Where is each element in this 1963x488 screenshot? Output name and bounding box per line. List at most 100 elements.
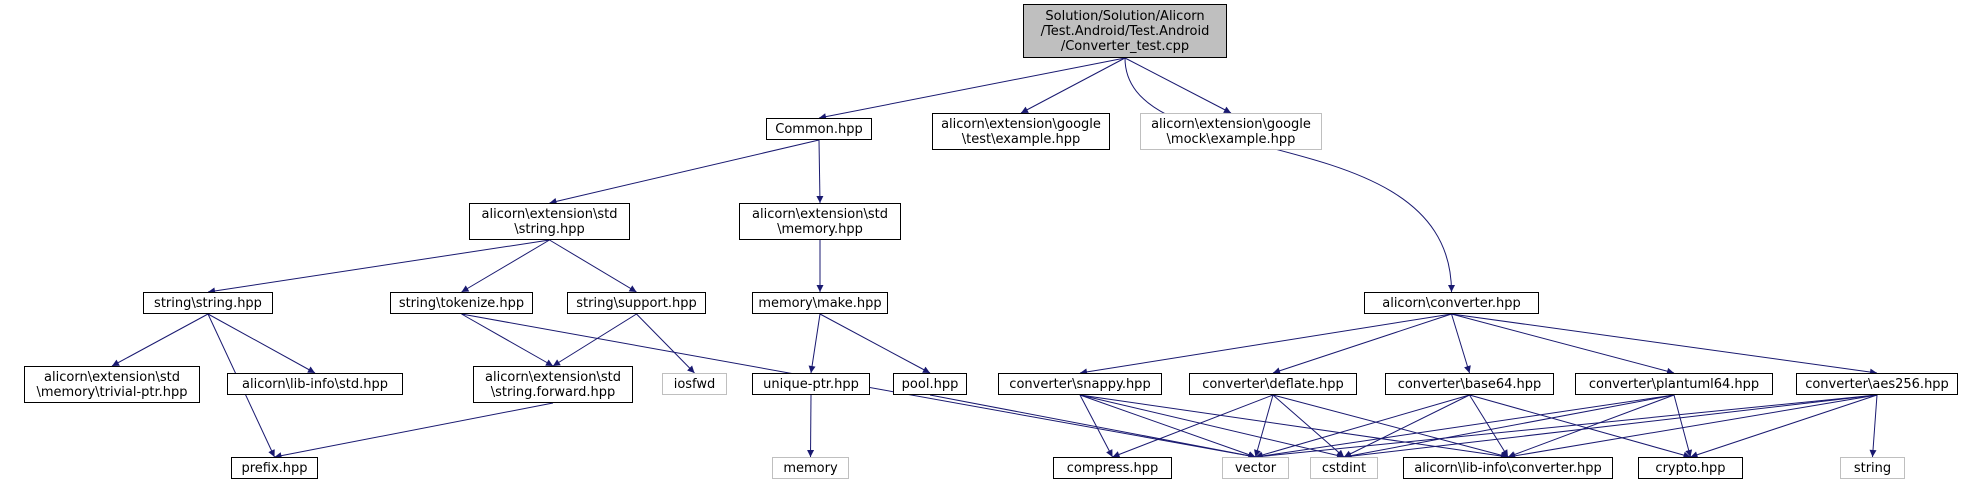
edge-string_tokenize-to-string_forward	[461, 313, 554, 367]
edge-conv_base64-to-vector	[1255, 394, 1470, 459]
node-label-line: converter\aes256.hpp	[1805, 376, 1949, 392]
edge-converter-to-conv_deflate	[1272, 313, 1452, 375]
node-crypto[interactable]: crypto.hpp	[1638, 457, 1743, 479]
node-label-line: memory\make.hpp	[758, 295, 882, 311]
edge-conv_deflate-to-cstdint	[1272, 394, 1345, 458]
node-memory: memory	[772, 457, 849, 479]
edge-conv_plantuml-to-vector	[1255, 394, 1675, 460]
node-iosfwd: iosfwd	[662, 373, 727, 395]
node-label-line: vector	[1234, 460, 1277, 476]
node-string-forward[interactable]: alicorn\extension\std\string.forward.hpp	[473, 366, 633, 403]
edge-conv_aes-to-vector	[1255, 394, 1878, 460]
node-cstdint: cstdint	[1310, 457, 1378, 479]
edge-string_support-to-iosfwd	[636, 313, 695, 374]
edge-root-to-common	[818, 57, 1126, 121]
node-label-line: /Test.Android/Test.Android	[1040, 23, 1210, 39]
edge-conv_deflate-to-vector	[1254, 394, 1274, 458]
edge-conv_plantuml-to-crypto	[1673, 394, 1693, 458]
node-label-line: alicorn\extension\std	[752, 206, 888, 222]
edge-root-to-gtest	[1020, 57, 1126, 114]
edge-conv_snappy-to-vector	[1079, 394, 1256, 458]
node-label-line: Common.hpp	[775, 121, 863, 137]
node-label-line: alicorn\extension\google	[1151, 116, 1311, 132]
node-label-line: compress.hpp	[1066, 460, 1159, 476]
node-label-line: converter\plantuml64.hpp	[1588, 376, 1760, 392]
node-label-line: memory	[783, 460, 838, 476]
edge-common-to-std_memory	[816, 139, 824, 204]
edge-conv_plantuml-to-libinfo_conv	[1507, 394, 1675, 458]
edge-root-to-converter	[1124, 57, 1455, 293]
node-unique-ptr[interactable]: unique-ptr.hpp	[752, 373, 870, 395]
edge-string_forward-to-prefix	[274, 402, 554, 460]
edge-conv_aes-to-cstdint	[1343, 394, 1878, 460]
node-label-line: alicorn\extension\std	[481, 206, 618, 222]
node-label-line: converter\snappy.hpp	[1009, 376, 1151, 392]
node-conv-plantuml[interactable]: converter\plantuml64.hpp	[1575, 373, 1773, 395]
edge-memory_make-to-pool	[819, 313, 931, 374]
edge-conv_aes-to-libinfo_conv	[1507, 394, 1878, 460]
node-conv-deflate[interactable]: converter\deflate.hpp	[1189, 373, 1357, 395]
edge-std_string-to-string_tokenize	[461, 239, 550, 293]
node-label-line: pool.hpp	[901, 376, 959, 392]
node-root[interactable]: Solution/Solution/Alicorn/Test.Android/T…	[1023, 4, 1227, 58]
node-label-line: string\tokenize.hpp	[398, 295, 525, 311]
node-label-line: crypto.hpp	[1655, 460, 1726, 476]
edge-conv_deflate-to-libinfo_conv	[1272, 394, 1509, 459]
node-label-line: string\support.hpp	[576, 295, 697, 311]
node-string-tokenize[interactable]: string\tokenize.hpp	[390, 292, 533, 314]
node-label-line: \memory.hpp	[777, 221, 863, 237]
node-trivial-ptr[interactable]: alicorn\extension\std\memory\trivial-ptr…	[24, 366, 200, 403]
edge-string_string-to-trivial_ptr	[111, 313, 209, 367]
node-converter[interactable]: alicorn\converter.hpp	[1364, 292, 1539, 314]
node-label-line: string	[1853, 460, 1892, 476]
node-pool[interactable]: pool.hpp	[893, 373, 967, 395]
node-libinfo-std[interactable]: alicorn\lib-info\std.hpp	[227, 373, 403, 395]
edge-std_string-to-string_support	[549, 239, 637, 293]
node-label-line: \test\example.hpp	[961, 131, 1081, 147]
edge-memory_make-to-unique_ptr	[808, 313, 821, 374]
node-std-string[interactable]: alicorn\extension\std\string.hpp	[469, 203, 630, 240]
edge-unique_ptr-to-memory	[807, 394, 815, 458]
node-std-memory[interactable]: alicorn\extension\std\memory.hpp	[739, 203, 901, 240]
node-label-line: alicorn\extension\std	[44, 369, 180, 385]
node-label-line: /Converter_test.cpp	[1060, 38, 1190, 54]
node-conv-snappy[interactable]: converter\snappy.hpp	[998, 373, 1162, 395]
edge-std_string-to-string_string	[207, 239, 550, 295]
node-memory-make[interactable]: memory\make.hpp	[752, 292, 888, 314]
node-label-line: alicorn\extension\std	[485, 369, 621, 385]
node-label-line: prefix.hpp	[241, 460, 308, 476]
edge-pool-to-vector	[929, 394, 1256, 460]
node-string-string[interactable]: string\string.hpp	[143, 292, 273, 314]
node-string: string	[1840, 457, 1905, 479]
edge-conv_aes-to-string	[1869, 394, 1878, 458]
edge-conv_snappy-to-cstdint	[1079, 394, 1345, 459]
node-label-line: alicorn\lib-info\converter.hpp	[1414, 460, 1602, 476]
node-libinfo-conv[interactable]: alicorn\lib-info\converter.hpp	[1403, 457, 1613, 479]
node-label-line: Solution/Solution/Alicorn	[1045, 8, 1205, 24]
node-label-line: string\string.hpp	[154, 295, 262, 311]
node-conv-base64[interactable]: converter\base64.hpp	[1385, 373, 1554, 395]
node-label-line: \string.forward.hpp	[490, 384, 616, 400]
edge-conv_base64-to-libinfo_conv	[1469, 394, 1509, 458]
edge-root-to-gmock	[1124, 57, 1232, 114]
node-label-line: alicorn\converter.hpp	[1382, 295, 1521, 311]
node-label-line: alicorn\lib-info\std.hpp	[242, 376, 388, 392]
node-gmock: alicorn\extension\google\mock\example.hp…	[1140, 113, 1322, 150]
node-common[interactable]: Common.hpp	[766, 118, 872, 140]
node-compress[interactable]: compress.hpp	[1053, 457, 1172, 479]
node-label-line: converter\base64.hpp	[1397, 376, 1542, 392]
node-gtest[interactable]: alicorn\extension\google\test\example.hp…	[932, 113, 1110, 150]
edge-string_support-to-string_forward	[552, 313, 637, 367]
node-label-line: alicorn\extension\google	[941, 116, 1101, 132]
node-label-line: converter\deflate.hpp	[1202, 376, 1344, 392]
edge-conv_base64-to-crypto	[1469, 394, 1691, 459]
edge-conv_base64-to-cstdint	[1343, 394, 1470, 458]
node-label-line: \string.hpp	[514, 221, 585, 237]
node-conv-aes[interactable]: converter\aes256.hpp	[1796, 373, 1958, 395]
edge-common-to-std_string	[549, 139, 820, 205]
node-prefix[interactable]: prefix.hpp	[231, 457, 318, 479]
node-string-support[interactable]: string\support.hpp	[567, 292, 706, 314]
node-label-line: cstdint	[1321, 460, 1367, 476]
node-label-line: \mock\example.hpp	[1166, 131, 1296, 147]
